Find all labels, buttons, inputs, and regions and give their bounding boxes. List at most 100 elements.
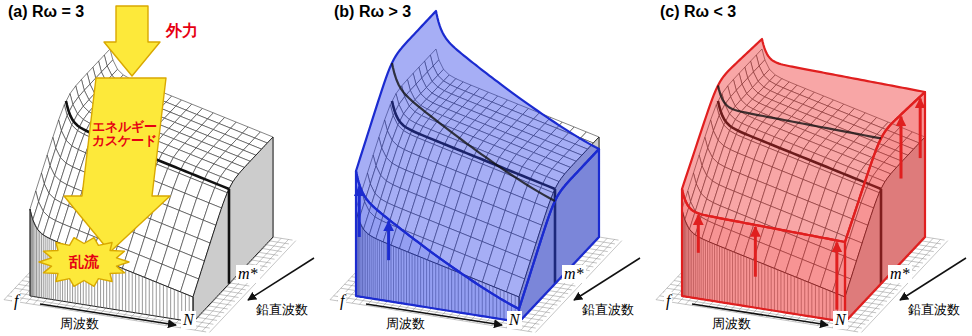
wall-hatch — [237, 176, 238, 275]
axis-arrows — [366, 258, 640, 325]
change-arrow — [697, 215, 700, 253]
wall-hatch — [271, 139, 272, 239]
wall-hatch — [174, 289, 175, 319]
wall-hatch — [132, 272, 133, 312]
wall-hatch — [38, 230, 39, 297]
overlay-face — [845, 92, 925, 322]
wall-hatch — [43, 235, 44, 298]
axis-symbol: f — [664, 292, 672, 310]
wall-hatch — [213, 234, 214, 301]
wall-hatch — [36, 228, 37, 297]
node-text: 外力 — [166, 22, 198, 40]
wall-hatch — [255, 156, 256, 256]
axis-arrows — [692, 258, 966, 325]
overlay-face — [682, 189, 845, 322]
wall-hatch — [159, 284, 160, 317]
spectrum-panel — [656, 39, 966, 332]
wall-hatch — [32, 219, 33, 297]
wall-hatch — [41, 234, 42, 298]
change-arrow — [900, 117, 903, 179]
wall-hatch — [135, 274, 136, 313]
wall-hatch — [39, 232, 40, 298]
wall-hatch — [30, 211, 31, 296]
axis-label: 周波数 — [710, 317, 753, 332]
wall-hatch — [142, 276, 143, 313]
turbulence-burst: 乱流 — [38, 236, 130, 288]
wall-hatch — [201, 272, 202, 314]
force-arrow-shape — [104, 6, 160, 76]
wall-hatch — [35, 225, 36, 297]
wall-hatch — [265, 146, 266, 246]
wall-hatch — [205, 259, 206, 309]
wall-hatch — [245, 167, 246, 267]
wall-hatch — [207, 253, 208, 307]
wall-hatch — [257, 154, 258, 254]
wall-hatch — [138, 275, 139, 313]
mstar-line — [392, 63, 555, 201]
mstar-line — [228, 189, 231, 284]
wall-hatch — [145, 278, 146, 315]
wall-hatch — [122, 268, 123, 310]
wall-hatch — [197, 284, 198, 317]
wall-hatch — [156, 282, 157, 316]
axis-symbol: N — [181, 311, 196, 329]
wall-hatch — [211, 240, 212, 302]
axis-symbol: m* — [888, 265, 912, 283]
wall-hatch — [269, 141, 270, 241]
wall-hatch — [163, 285, 164, 317]
wall-hatch — [203, 266, 204, 312]
wall-hatch — [199, 278, 200, 315]
cascade-arrow-outline — [64, 78, 170, 252]
cascade-arrow: エネルギー カスケード — [62, 78, 172, 252]
wall-hatch — [149, 279, 150, 315]
axis-symbol: m* — [562, 265, 586, 283]
wall-hatch — [128, 271, 129, 312]
axis-symbol: f — [338, 292, 346, 310]
wall-hatch — [241, 171, 242, 271]
wall-hatch — [47, 237, 48, 298]
wall-hatch — [259, 152, 260, 252]
axis-label: 周波数 — [58, 317, 101, 332]
change-arrow — [919, 99, 922, 159]
wall-hatch — [177, 291, 178, 320]
wall-hatch — [235, 179, 236, 278]
wall-hatch — [167, 286, 168, 317]
axis-symbol: f — [12, 292, 20, 310]
axis-label: 鉛直波数 — [580, 303, 636, 318]
axis-symbol: N — [507, 311, 522, 329]
wall-hatch — [31, 215, 32, 296]
wall-hatch — [221, 210, 222, 293]
axis-label: 鉛直波数 — [254, 303, 310, 318]
node-text: 乱流 — [69, 253, 99, 270]
wall-hatch — [170, 288, 171, 318]
raised-spectrum-red — [682, 39, 925, 322]
wall-hatch — [125, 270, 126, 312]
wall-hatch — [263, 148, 264, 248]
force-arrow: 外力 — [104, 6, 160, 76]
wall-hatch — [253, 158, 254, 258]
wall-face — [193, 137, 273, 322]
axis-label: 周波数 — [384, 317, 427, 332]
wall-hatch — [152, 281, 153, 316]
wall-hatch — [239, 174, 240, 274]
wall-hatch — [249, 163, 250, 263]
wall-hatch — [233, 182, 234, 280]
mstar-line — [718, 85, 881, 138]
wall-hatch — [223, 204, 224, 290]
panel-title: (b) Rω > 3 — [332, 3, 413, 21]
spectrum-panel — [4, 49, 314, 332]
axis-label: 鉛直波数 — [906, 303, 962, 318]
wall-hatch — [251, 160, 252, 260]
wall-hatch — [209, 247, 210, 305]
panel-title: (a) Rω = 3 — [6, 3, 86, 21]
wall-hatch — [215, 228, 216, 299]
change-arrow — [387, 221, 390, 260]
wall-hatch — [261, 150, 262, 250]
wall-hatch — [33, 222, 34, 296]
panel-title: (c) Rω < 3 — [658, 3, 738, 21]
wall-hatch — [231, 185, 232, 282]
raised-spectrum-blue — [356, 11, 599, 322]
